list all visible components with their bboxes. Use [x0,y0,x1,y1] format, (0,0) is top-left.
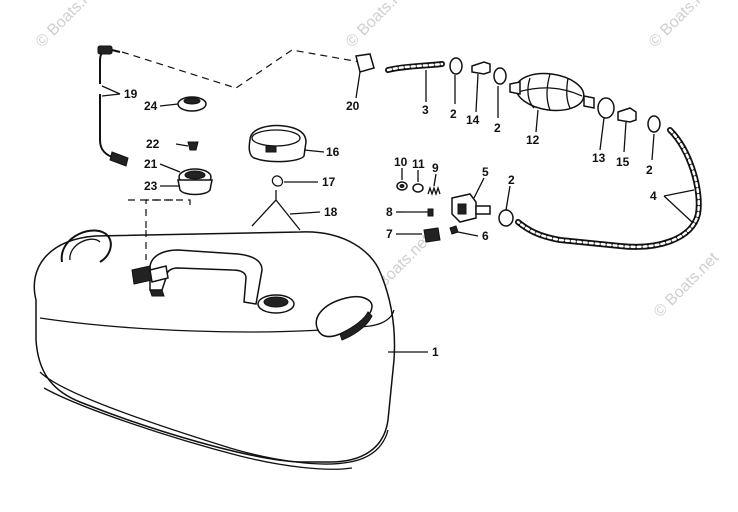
wire-retainer [251,190,301,231]
callout-14: 14 [466,113,480,127]
small-screw [449,225,459,235]
pickup-tube-screen [109,151,129,167]
primer-bulb-inlet [509,81,521,95]
callout-1: 1 [432,345,439,359]
primer-bulb-outlet [583,95,595,109]
filler-cap-body [248,124,307,163]
retainer-chain [271,175,284,187]
main-fuel-hose [515,127,702,250]
callout-12: 12 [526,133,540,147]
callout-22: 22 [146,137,160,151]
quick-connector [451,193,491,223]
callout-6: 6 [482,229,489,243]
tank-front-loop [60,229,112,263]
washer-hole [399,184,405,188]
callout-2c: 2 [646,163,653,177]
hose-clamp-b [493,67,507,85]
gauge-body [177,179,213,196]
inlet-fitting [471,61,491,75]
callout-7: 7 [386,227,393,241]
dashed-pickup-drop [128,199,191,260]
pickup-tube-pipe [99,94,127,161]
check-valve [597,97,615,119]
dashed-gauge-drop [145,199,174,228]
hose-clamp-a [449,57,463,75]
connector-screw-head [427,208,434,217]
filler-cap [248,124,307,163]
watermark-top-right: © Boats.net [646,0,718,51]
callout-5: 5 [482,165,489,179]
callout-8: 8 [386,205,393,219]
callout-9: 9 [432,161,439,175]
hose-clamp-c [647,115,661,133]
pickup-tube-elbow [99,48,121,84]
vent-screw [187,141,199,151]
tank-handle-shadow [149,289,165,297]
callout-20: 20 [346,99,360,113]
hose-clamp-d [498,209,514,227]
callout-21: 21 [144,157,158,171]
callout-4: 4 [650,189,657,203]
filler-cap-tab [265,145,277,153]
callout-18: 18 [324,205,338,219]
callout-2d: 2 [508,173,515,187]
fuel-tank [33,229,396,470]
tank-small-plate [149,265,169,283]
tank-connector [355,53,375,73]
watermark-top-center: © Boats.net [343,0,415,51]
callout-19: 19 [124,87,138,101]
tank-side-handle-shadow [339,311,373,341]
callout-10: 10 [394,155,408,169]
pickup-tube-fitting [97,45,113,55]
callout-3: 3 [422,103,429,117]
pickup-tube [97,45,129,167]
callout-2a: 2 [450,107,457,121]
callout-16: 16 [326,145,340,159]
gauge-ring-inner [184,170,206,180]
callout-23: 23 [144,179,158,193]
tank-body [33,231,396,463]
hose-section-texture [386,62,444,72]
tank-front-loop-inner [69,238,101,261]
tank-side-handle [315,295,373,338]
callout-17: 17 [322,175,336,189]
callout-24: 24 [144,99,158,113]
outlet-fitting [617,107,637,123]
main-fuel-hose-texture [516,128,700,249]
tank-handle [149,249,263,305]
callout-labels: 1 2 2 2 2 3 4 5 6 7 8 9 10 11 12 13 14 1… [124,87,657,359]
vent-cap-top [183,97,201,105]
primer-bulb [509,72,595,112]
watermark-top-left: © Boats.net [33,0,105,51]
watermark-mid-right: © Boats.net [651,249,723,321]
quick-connector-dark [457,203,467,215]
quick-connector-nozzle [475,205,491,215]
primer-bulb-ribs [517,73,583,111]
o-ring [412,183,424,193]
callout-13: 13 [592,151,606,165]
tank-base-line [43,387,353,470]
tank-top-edge [39,309,395,333]
callout-2b: 2 [494,121,501,135]
callout-15: 15 [616,155,630,169]
connector-gasket [423,227,441,243]
spring [427,185,441,197]
tank-bottom-rim [39,371,389,465]
dashed-vent-line [121,49,361,89]
tank-filler-neck-dark [263,296,289,308]
leader-lines [101,70,695,353]
callout-11: 11 [412,157,425,171]
